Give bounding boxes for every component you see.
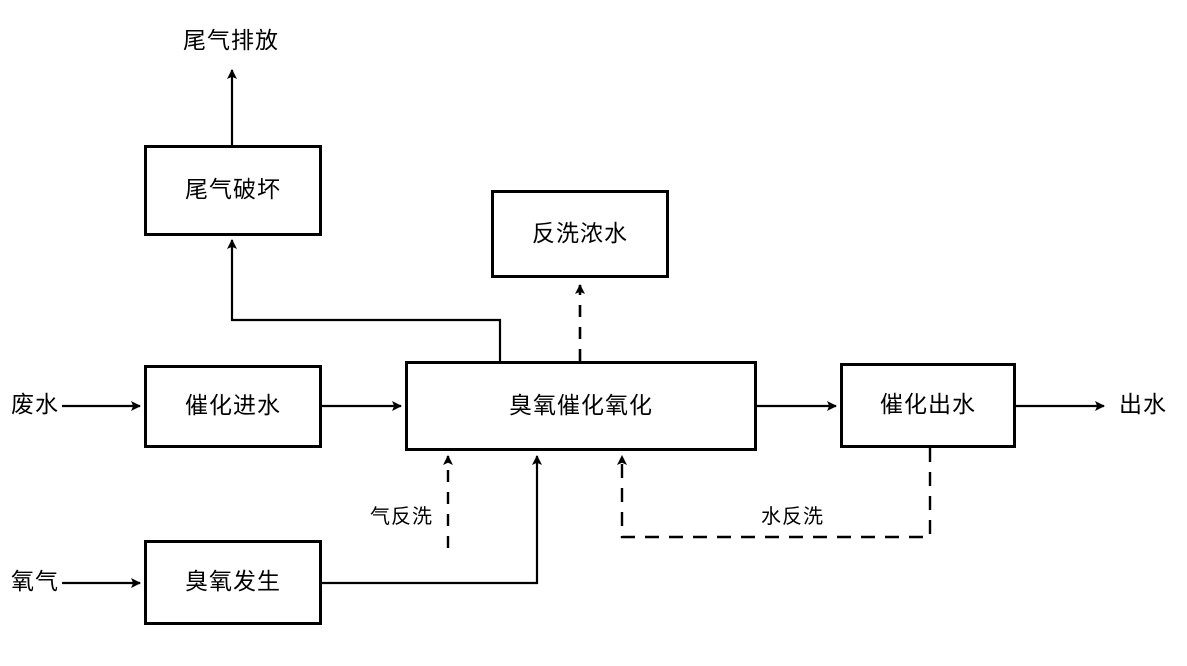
label-tail-gas-emission: 尾气排放 xyxy=(180,30,282,53)
label-water-out: 出水 xyxy=(1116,394,1170,417)
label-air-backwash: 气反洗 xyxy=(366,506,437,526)
node-backwash-concentrate-label: 反洗浓水 xyxy=(532,220,628,247)
node-ozone-generator[interactable]: 臭氧发生 xyxy=(144,540,322,625)
node-ozone-catalytic-oxidation-label: 臭氧催化氧化 xyxy=(509,392,653,419)
node-ozone-generator-label: 臭氧发生 xyxy=(185,569,281,595)
edge-oxidation-to-destroy xyxy=(227,239,502,361)
node-catalytic-effluent[interactable]: 催化出水 xyxy=(840,363,1016,448)
edge-ozone-generator-to-oxidation xyxy=(322,455,542,585)
label-water-backwash: 水反洗 xyxy=(757,506,828,526)
node-tail-gas-destroy[interactable]: 尾气破坏 xyxy=(144,145,322,236)
edge-water-backwash xyxy=(617,448,932,539)
node-catalytic-influent-label: 催化进水 xyxy=(185,393,281,419)
node-catalytic-effluent-label: 催化出水 xyxy=(880,392,976,418)
node-catalytic-influent[interactable]: 催化进水 xyxy=(144,365,322,448)
label-oxygen-in: 氧气 xyxy=(8,571,62,594)
node-tail-gas-destroy-label: 尾气破坏 xyxy=(185,177,281,203)
node-ozone-catalytic-oxidation[interactable]: 臭氧催化氧化 xyxy=(405,361,757,451)
label-wastewater-in: 废水 xyxy=(8,394,62,417)
node-backwash-concentrate[interactable]: 反洗浓水 xyxy=(491,190,669,278)
